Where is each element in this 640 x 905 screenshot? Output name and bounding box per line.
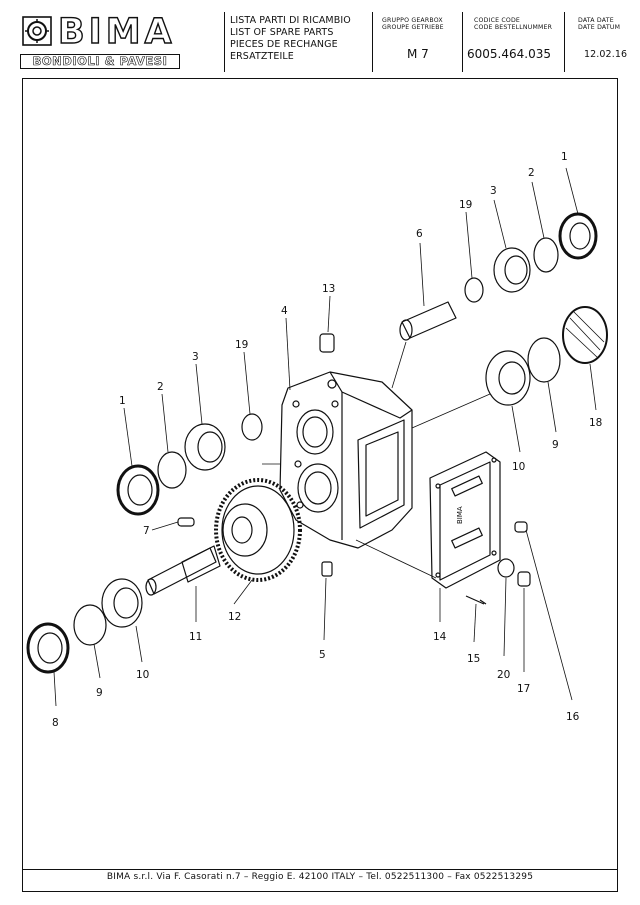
code-value: 6005.464.035 [467,47,551,61]
cover-plate-brand: BIMA [456,506,464,524]
part-label: 10 [136,669,149,681]
right-upper-ring-19 [464,277,484,303]
key-part [177,517,195,527]
right-mid-circlip-9 [527,337,561,383]
title-line-2: LIST OF SPARE PARTS [230,27,334,38]
footer-divider [22,869,618,870]
part-label: 17 [517,683,530,695]
logo-sub-box: BONDIOLI & PAVESI [20,54,180,69]
right-mid-bearing-10 [485,350,531,406]
screw-part-15 [465,595,487,605]
drawing-frame [22,78,618,892]
part-label: 14 [433,631,447,643]
code-label-2: CODE BESTELLNUMMER [474,24,553,31]
housing-part [279,371,413,549]
group-cell [372,12,462,72]
code-cell [462,12,564,72]
part-label: 1 [119,395,126,407]
group-value: M 7 [407,47,429,61]
right-upper-bearing-6 [399,301,457,341]
part-label: 3 [192,351,199,363]
cover-plate-part [429,451,501,589]
footer-address: BIMA s.r.l. Via F. Casorati n.7 – Reggio… [106,872,534,882]
shaft-part [145,545,221,596]
right-upper-seal-1 [558,212,598,260]
big-gear-part [214,478,302,582]
breather-part-13 [319,333,335,353]
title-line-3: PIECES DE RECHANGE [230,39,338,50]
part-label: 19 [235,339,248,351]
plug-part-5 [321,561,333,577]
left-upper-circlip-2 [157,451,187,489]
date-cell [564,12,618,72]
left-upper-seal-1 [116,464,160,516]
part-label: 1 [561,151,568,163]
part-label: 9 [96,687,103,699]
part-label: 3 [490,185,497,197]
part-label: 7 [143,525,150,537]
part-label: 4 [281,305,288,317]
plug-part-17 [517,571,531,587]
part-label: 5 [319,649,326,661]
part-label: 20 [497,669,510,681]
part-label: 6 [416,228,423,240]
part-label: 19 [459,199,472,211]
gear-logo-icon [22,16,52,46]
title-cell [224,12,372,72]
right-mid-cover-18 [562,306,608,364]
right-upper-bearing-3 [493,247,531,293]
logo-sub: BONDIOLI & PAVESI [32,54,168,68]
title-line-1: LISTA PARTI DI RICAMBIO [230,15,351,26]
date-label-1: DATA DATE [578,17,614,24]
logo-brand: BIMA [57,11,176,52]
part-label: 11 [189,631,202,643]
leader-lines [53,167,597,707]
left-lower-seal-8 [26,622,70,674]
logo-box: BIMA BONDIOLI & PAVESI [20,11,181,72]
part-label: 9 [552,439,559,451]
part-label: 8 [52,717,59,729]
part-label: 10 [512,461,525,473]
part-label: 16 [566,711,580,723]
group-label-2: GROUPE GETRIEBE [382,24,444,31]
title-line-4: ERSATZTEILE [230,51,294,62]
left-upper-bearing-3 [184,423,226,471]
date-label-2: DATE DATUM [578,24,621,31]
left-upper-ring-19 [241,413,263,441]
part-label: 2 [528,167,535,179]
code-label-1: CODICE CODE [474,17,521,24]
part-label: 12 [228,611,241,623]
part-label: 13 [322,283,335,295]
part-label: 2 [157,381,164,393]
left-lower-circlip-9 [73,604,107,646]
part-label: 15 [467,653,480,665]
part-label: 18 [589,417,602,429]
plug-part-16 [514,521,528,533]
washer-part-20 [497,558,515,578]
right-upper-circlip-2 [533,237,559,273]
left-lower-bearing-10 [101,578,143,628]
date-value: 12.02.16 [584,49,628,60]
group-label-1: GRUPPO GEARBOX [382,17,443,24]
part-number-labels: 1 2 3 19 6 13 4 3 19 2 1 18 9 10 7 12 11… [52,151,602,729]
